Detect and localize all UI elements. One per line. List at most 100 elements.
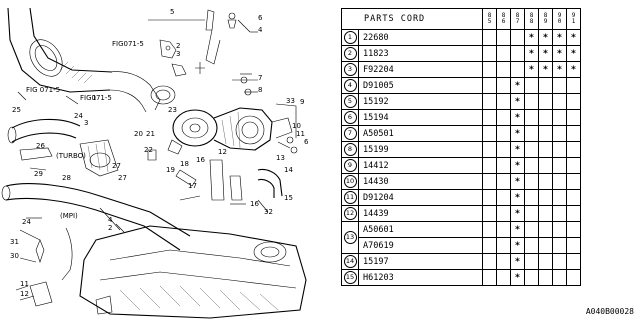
year-mark-87: * — [510, 93, 525, 110]
callout-28: 28 — [62, 174, 71, 182]
year-mark-90 — [552, 237, 567, 254]
year-mark-88 — [524, 109, 539, 126]
callout-3b: 3 — [176, 50, 180, 58]
turbocharger — [172, 107, 293, 151]
callout-17: 17 — [188, 182, 197, 190]
year-mark-90 — [552, 141, 567, 158]
fig-ref-3: FIG071-5 — [80, 94, 112, 102]
year-mark-90: * — [552, 61, 567, 78]
year-mark-90: * — [552, 29, 567, 46]
year-mark-91 — [566, 125, 581, 142]
year-mark-86 — [496, 93, 511, 110]
year-mark-91 — [566, 269, 581, 286]
year-mark-88 — [524, 205, 539, 222]
year-mark-86 — [496, 61, 511, 78]
year-mark-86 — [496, 237, 511, 254]
callout-3a: 3 — [84, 119, 88, 127]
year-mark-87 — [510, 29, 525, 46]
year-mark-91 — [566, 221, 581, 238]
ref-number-cell: 5 — [341, 93, 359, 110]
year-mark-91 — [566, 141, 581, 158]
year-mark-86 — [496, 189, 511, 206]
year-mark-87: * — [510, 205, 525, 222]
year-mark-88 — [524, 157, 539, 174]
year-mark-90 — [552, 77, 567, 94]
year-mark-89 — [538, 237, 553, 254]
callout-11b: 11 — [20, 280, 29, 288]
year-mark-89 — [538, 269, 553, 286]
year-mark-88 — [524, 269, 539, 286]
year-mark-90 — [552, 109, 567, 126]
ref-number-cell: 9 — [341, 157, 359, 174]
callout-4a: 4 — [258, 26, 263, 34]
year-mark-89 — [538, 221, 553, 238]
callout-20: 20 — [134, 130, 143, 138]
year-mark-87 — [510, 45, 525, 62]
callout-14: 14 — [284, 166, 293, 174]
year-mark-91: * — [566, 29, 581, 46]
ref-number: 4 — [343, 79, 357, 92]
year-mark-85 — [482, 237, 497, 254]
callout-27b: 27 — [118, 174, 127, 182]
callout-6a: 6 — [258, 14, 263, 22]
ref-number: 6 — [343, 111, 357, 124]
year-mark-91 — [566, 205, 581, 222]
part-code: H61203 — [358, 269, 483, 286]
year-mark-90 — [552, 221, 567, 238]
ref-number-cell: 7 — [341, 125, 359, 142]
callout-5: 5 — [170, 8, 174, 16]
year-mark-91 — [566, 93, 581, 110]
year-mark-87: * — [510, 77, 525, 94]
part-code: 14439 — [358, 205, 483, 222]
part-code: 15197 — [358, 253, 483, 270]
year-mark-86 — [496, 269, 511, 286]
ref-number: 5 — [343, 95, 357, 108]
year-mark-89 — [538, 157, 553, 174]
part-code: 15194 — [358, 109, 483, 126]
callout-10: 10 — [292, 122, 301, 130]
year-mark-85 — [482, 109, 497, 126]
fig-ref-2: FIG 071-5 — [26, 86, 60, 94]
ref-number: 2 — [343, 47, 357, 60]
callout-6b: 6 — [304, 138, 309, 146]
callout-16a: 16 — [196, 156, 205, 164]
year-mark-85 — [482, 61, 497, 78]
year-mark-87: * — [510, 253, 525, 270]
part-code: A50601 — [358, 221, 483, 238]
ref-number-cell: 14 — [341, 253, 359, 270]
year-mark-87 — [510, 61, 525, 78]
part-code: 11823 — [358, 45, 483, 62]
callout-12b: 12 — [20, 290, 29, 298]
year-mark-91: * — [566, 61, 581, 78]
callout-25: 25 — [12, 106, 21, 114]
note-mpi: (MPI) — [60, 212, 78, 220]
year-mark-86 — [496, 141, 511, 158]
lower-intake-pipe — [1, 183, 191, 281]
year-mark-85 — [482, 221, 497, 238]
year-mark-87: * — [510, 173, 525, 190]
year-mark-85 — [482, 157, 497, 174]
ref-number-cell: 10 — [341, 173, 359, 190]
year-mark-90 — [552, 205, 567, 222]
year-mark-91 — [566, 237, 581, 254]
year-mark-87: * — [510, 157, 525, 174]
engine-block — [15, 225, 307, 319]
ref-number-cell: 2 — [341, 45, 359, 62]
document-code: A040B00028 — [585, 307, 634, 316]
year-mark-85 — [482, 189, 497, 206]
year-mark-86 — [496, 125, 511, 142]
